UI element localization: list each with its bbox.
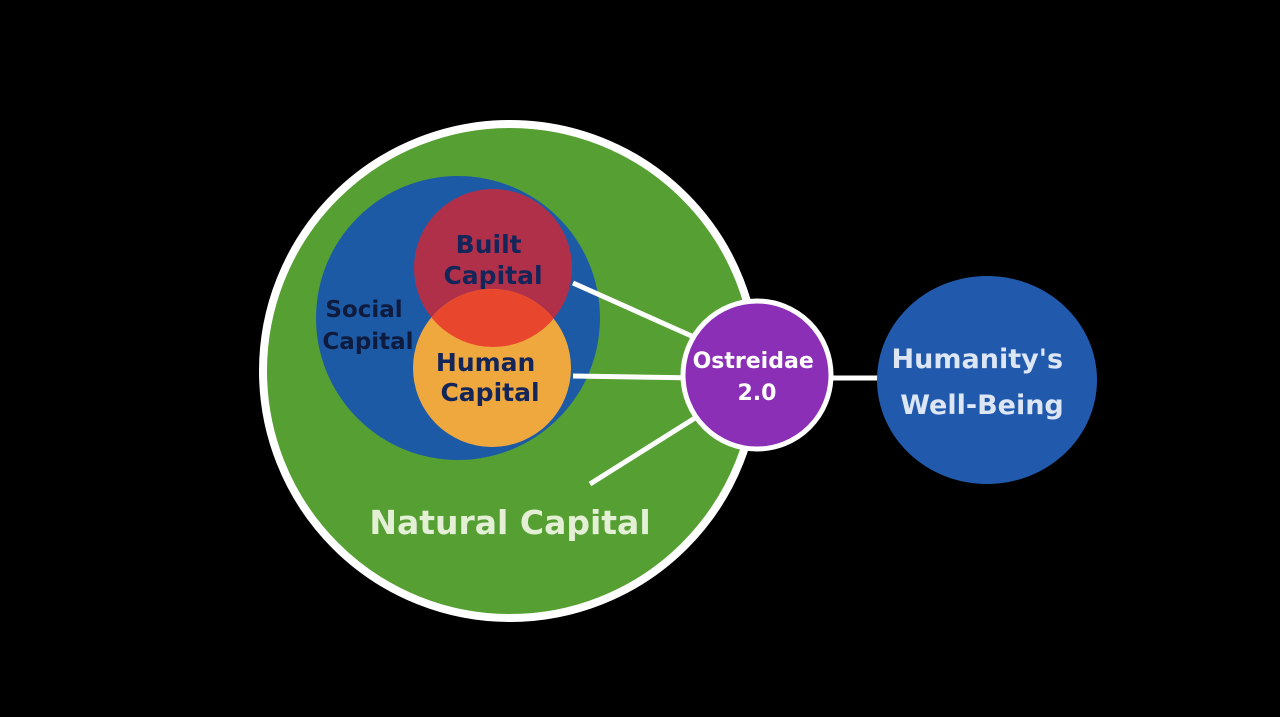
- human-capital-label: Human Capital: [436, 348, 544, 407]
- natural-capital-label: Natural Capital: [369, 503, 650, 542]
- human-capital-line2: Capital: [440, 378, 539, 407]
- social-capital-line2: Capital: [322, 329, 413, 355]
- ostreidae-label: Ostreidae 2.0: [693, 349, 822, 406]
- ostreidae-line2: 2.0: [738, 381, 777, 406]
- ostreidae-line1: Ostreidae: [693, 349, 814, 374]
- ostreidae-circle: [680, 298, 834, 452]
- wellbeing-circle: [877, 276, 1097, 484]
- human-capital-line1: Human: [436, 348, 535, 377]
- wellbeing-label: Humanity's Well-Being: [892, 344, 1073, 421]
- built-capital-label: Built Capital: [443, 230, 542, 290]
- built-capital-line1: Built: [456, 230, 522, 259]
- built-human-overlap: [414, 289, 571, 347]
- connector-human-to-ostreidae: [572, 373, 701, 381]
- connector-built-to-ostreidae: [571, 280, 707, 345]
- wellbeing-line1: Humanity's: [892, 344, 1064, 375]
- built-capital-line2: Capital: [443, 261, 542, 290]
- social-capital-label: Social Capital: [322, 297, 413, 355]
- social-capital-line1: Social: [325, 297, 402, 323]
- wellbeing-line2: Well-Being: [900, 390, 1064, 421]
- connector-natural-to-ostreidae: [588, 410, 705, 487]
